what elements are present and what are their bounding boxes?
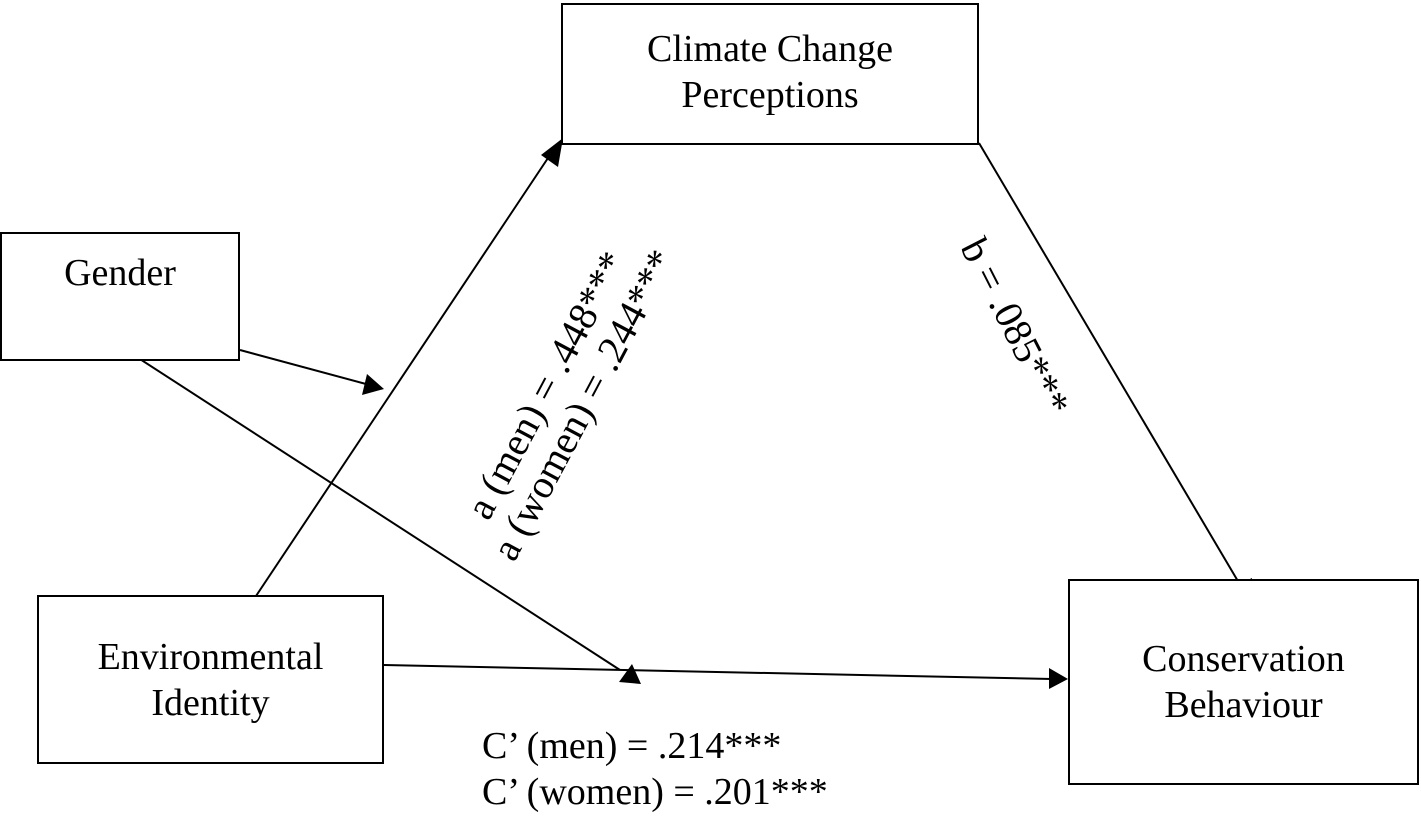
arrow-env-to-climate: [239, 157, 549, 621]
c-prime-men-coefficient: C’ (men) = .214***: [482, 725, 782, 767]
arrowhead-env-to-climate: [541, 138, 563, 167]
climate-change-line2: Perceptions: [681, 74, 859, 116]
arrow-gender-to-c-path: [125, 349, 621, 671]
climate-change-line1: Climate Change: [647, 28, 893, 70]
c-prime-path-coefficients: C’ (men) = .214*** C’ (women) = .201***: [482, 723, 828, 815]
c-prime-women-coefficient: C’ (women) = .201***: [482, 771, 828, 813]
gender-box: Gender: [0, 232, 240, 361]
arrowhead-gender-to-c-path: [619, 664, 641, 684]
environmental-identity-line1: Environmental: [97, 635, 324, 678]
arrowhead-gender-to-a-path: [362, 374, 384, 395]
conservation-behaviour-box: Conservation Behaviour: [1068, 579, 1419, 785]
conservation-behaviour-line2: Behaviour: [1164, 684, 1323, 726]
arrowhead-env-to-conservation: [1049, 668, 1068, 689]
environmental-identity-box: Environmental Identity: [37, 595, 384, 764]
environmental-identity-line2: Identity: [151, 681, 270, 724]
arrow-gender-to-a-path: [239, 349, 367, 385]
arrow-env-to-conservation: [383, 664, 1053, 680]
arrow-climate-to-conservation: [978, 142, 1243, 589]
climate-change-perceptions-box: Climate Change Perceptions: [561, 3, 979, 145]
gender-label: Gender: [64, 252, 176, 294]
conservation-behaviour-line1: Conservation: [1142, 638, 1345, 680]
